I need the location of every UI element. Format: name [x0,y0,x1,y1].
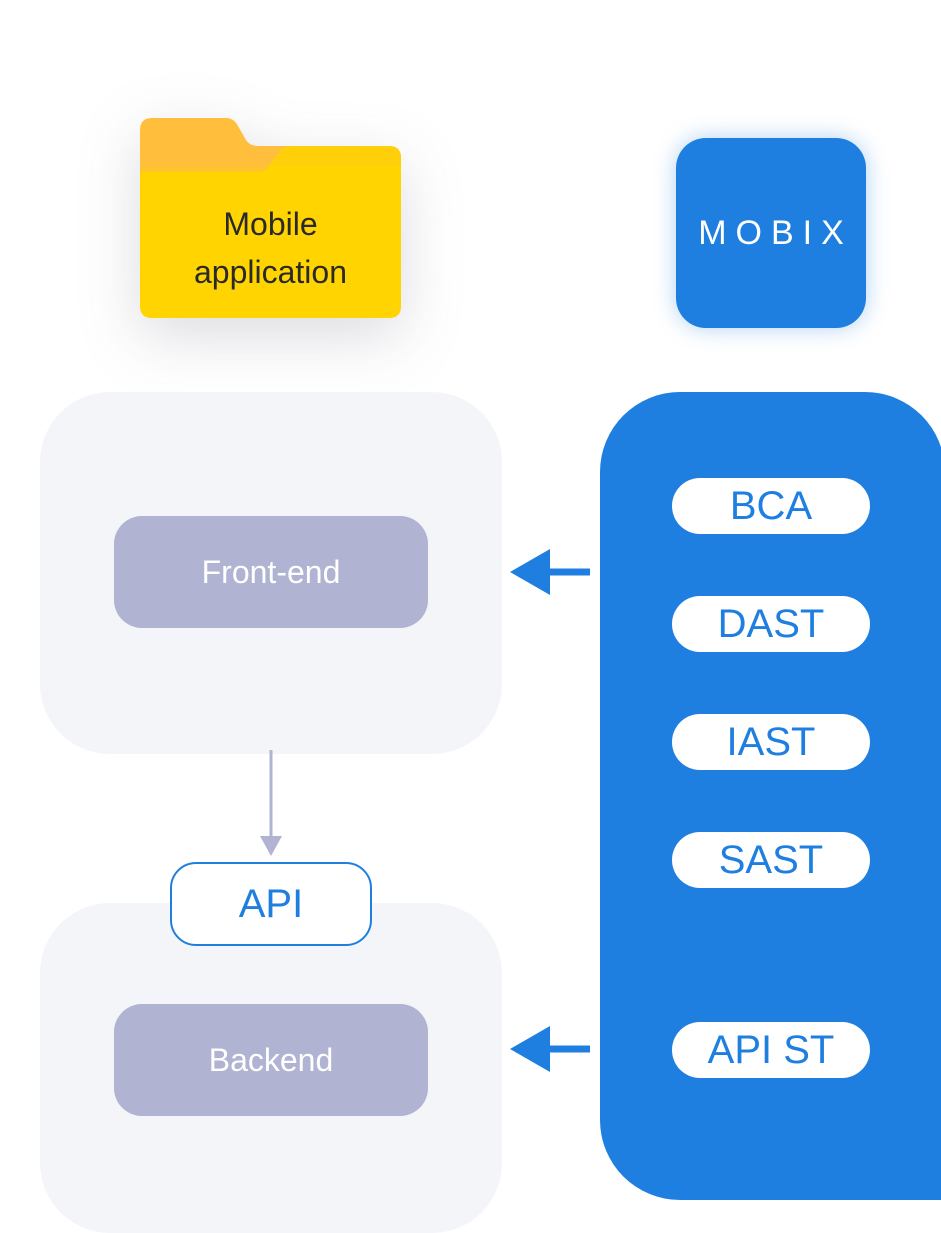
tool-pill-bca: BCA [672,478,870,534]
backend-box: Backend [114,1004,428,1116]
mobix-logo: MOBIX [676,138,866,328]
tool-label: DAST [717,601,825,646]
mobile-application-folder: Mobile application [140,118,401,318]
tool-pill-dast: DAST [672,596,870,652]
connector-layer [260,549,590,1072]
backend-label: Backend [208,1041,334,1078]
tools-to-backend-arrow [510,1026,590,1072]
tool-pill-api-st: API ST [672,1022,870,1078]
frontend-to-api-arrow [260,750,282,856]
folder-label-line2: application [194,254,347,290]
folder-label-line1: Mobile [223,206,318,242]
mobix-tools-panel: BCA DAST IAST SAST API ST [600,392,941,1200]
tool-label: SAST [718,837,824,882]
frontend-label: Front-end [201,553,341,590]
tools-to-frontend-arrow [510,549,590,595]
folder-label: Mobile application [140,200,401,296]
tool-label: API ST [707,1027,835,1072]
tool-label: BCA [729,483,813,528]
folder-icon [140,118,401,318]
frontend-box: Front-end [114,516,428,628]
tool-pill-iast: IAST [672,714,870,770]
tool-pill-sast: SAST [672,832,870,888]
api-label: API [238,881,304,926]
tool-label: IAST [726,719,816,764]
api-pill: API [170,862,372,946]
mobix-logo-text: MOBIX [698,213,853,252]
